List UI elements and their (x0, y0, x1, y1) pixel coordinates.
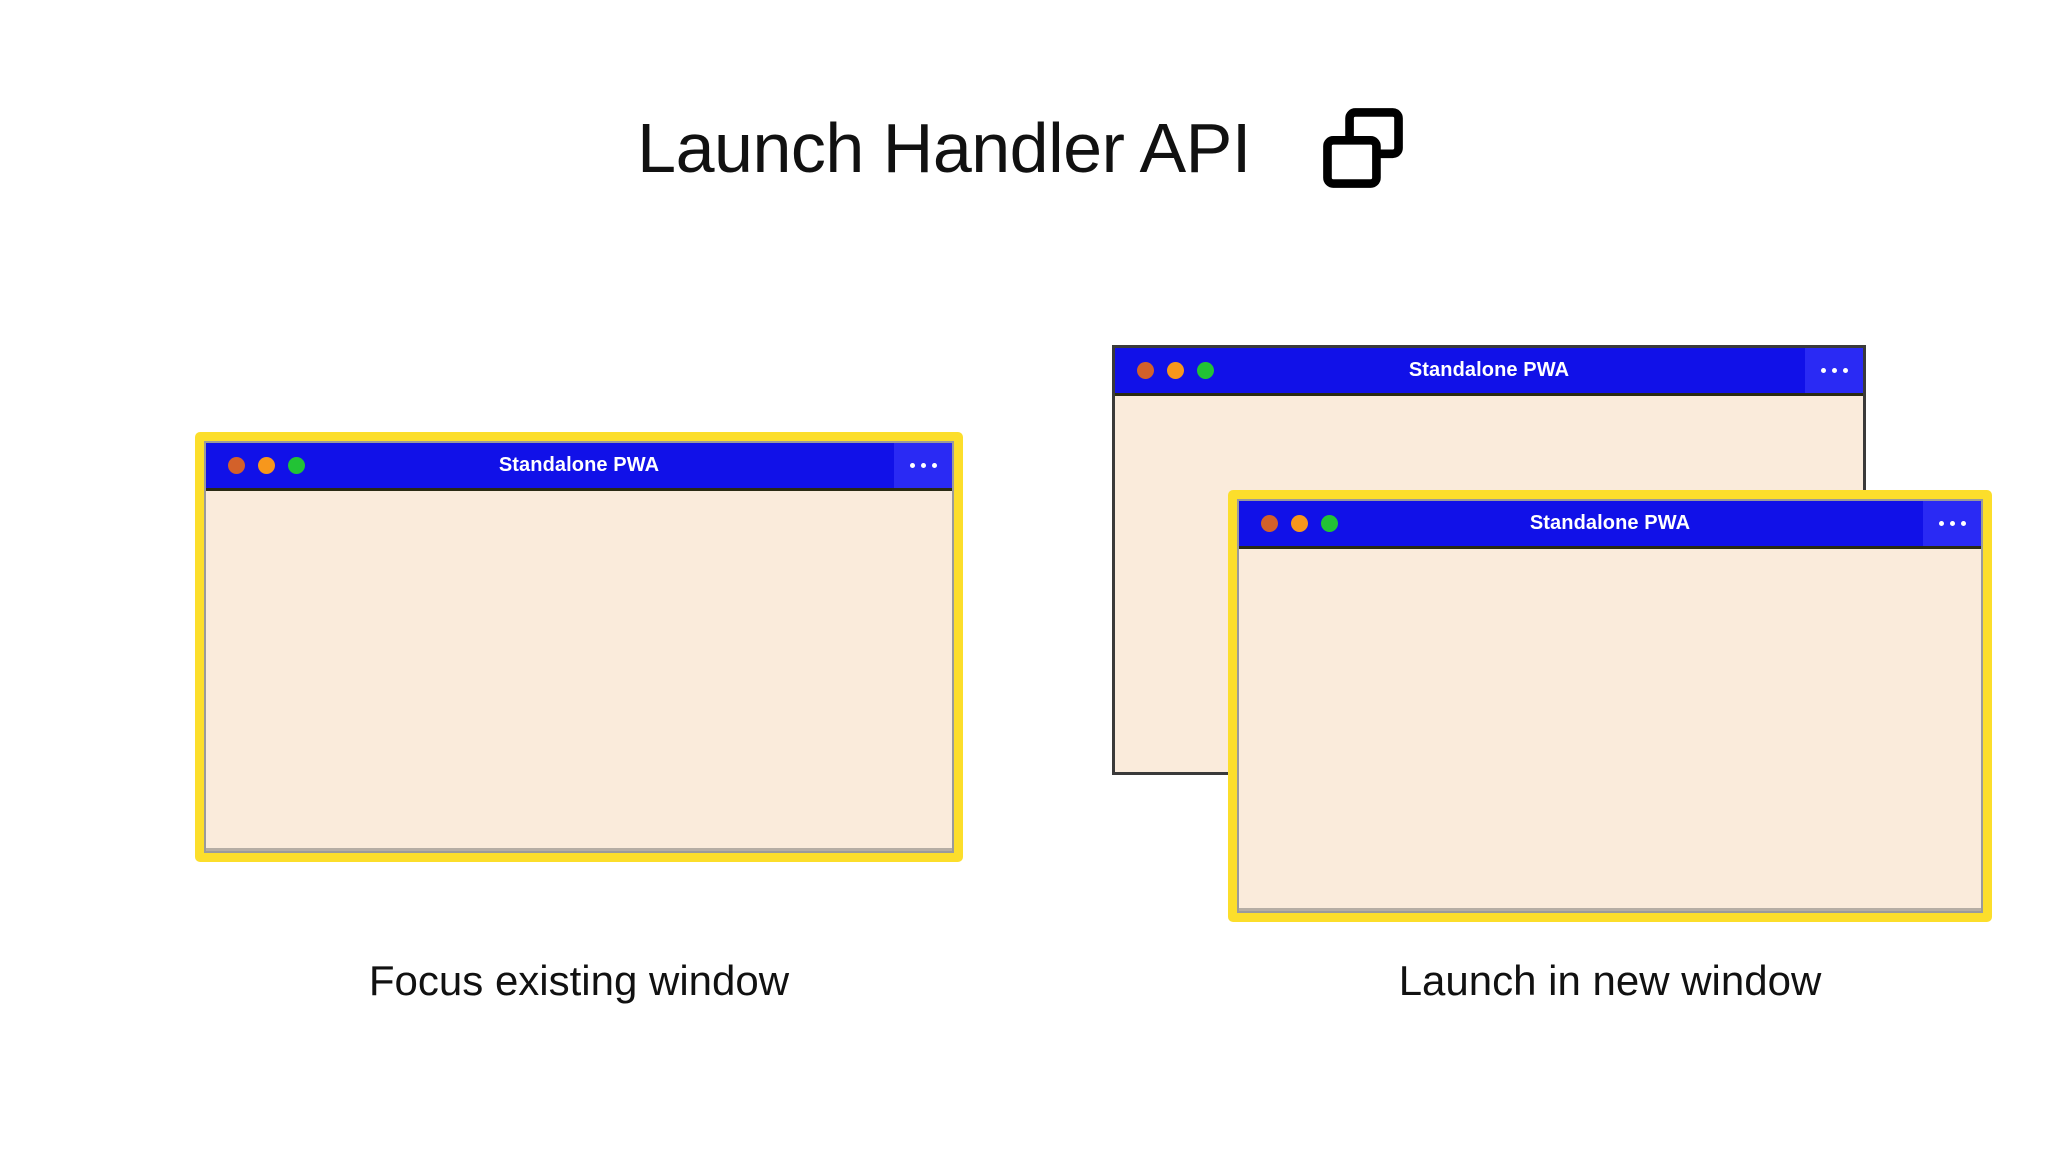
page-title: Launch Handler API (637, 109, 1251, 187)
window-focus-existing[interactable]: Standalone PWA (195, 432, 963, 862)
maximize-dot-icon[interactable] (1197, 362, 1214, 379)
maximize-dot-icon[interactable] (1321, 515, 1338, 532)
close-dot-icon[interactable] (1261, 515, 1278, 532)
window-content-area (206, 491, 952, 851)
window-titlebar[interactable]: Standalone PWA (1239, 501, 1981, 549)
close-dot-icon[interactable] (1137, 362, 1154, 379)
ellipsis-icon (1938, 521, 1966, 526)
caption-focus-existing-window: Focus existing window (368, 957, 790, 1004)
window-controls (1261, 515, 1338, 532)
window-inner: Standalone PWA (204, 441, 954, 853)
ellipsis-icon (1820, 368, 1848, 373)
window-new-foreground[interactable]: Standalone PWA (1228, 490, 1992, 922)
ellipsis-icon (909, 463, 937, 468)
window-title: Standalone PWA (1529, 512, 1691, 534)
window-title: Standalone PWA (498, 454, 660, 476)
window-controls (228, 457, 305, 474)
minimize-dot-icon[interactable] (1291, 515, 1308, 532)
window-menu-button[interactable] (1923, 501, 1981, 546)
window-inner: Standalone PWA (1237, 499, 1983, 913)
close-dot-icon[interactable] (228, 457, 245, 474)
window-menu-button[interactable] (894, 443, 952, 488)
window-menu-button[interactable] (1805, 348, 1863, 393)
window-controls (1137, 362, 1214, 379)
window-titlebar[interactable]: Standalone PWA (206, 443, 952, 491)
maximize-dot-icon[interactable] (288, 457, 305, 474)
caption-launch-in-new-window: Launch in new window (1398, 957, 1822, 1004)
page-header: Launch Handler API (0, 78, 2048, 218)
window-content-area (1239, 549, 1981, 911)
two-overlapping-windows-icon (1322, 108, 1403, 188)
window-title: Standalone PWA (1408, 359, 1570, 381)
minimize-dot-icon[interactable] (258, 457, 275, 474)
minimize-dot-icon[interactable] (1167, 362, 1184, 379)
window-titlebar[interactable]: Standalone PWA (1115, 348, 1863, 396)
